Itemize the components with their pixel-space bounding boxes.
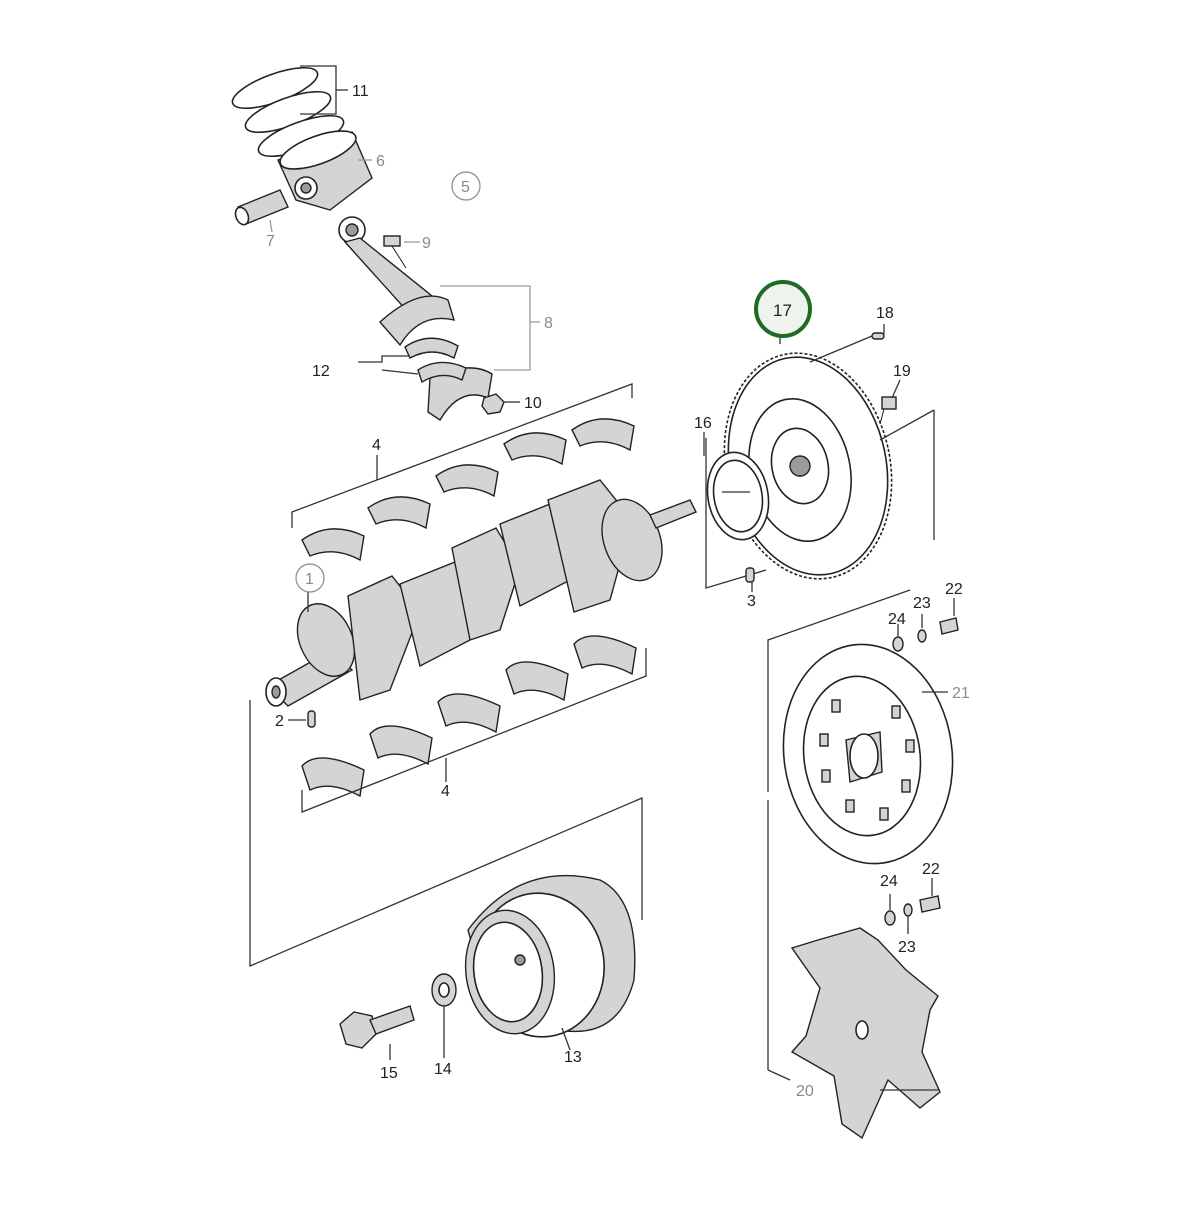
drive-plate [782,643,954,865]
rod-nut [481,393,505,415]
main-bearings-lower [301,635,637,798]
callout-2: 2 [275,713,284,730]
callout-9: 9 [422,235,431,252]
dowel-18 [809,332,885,363]
piston [277,130,373,211]
connecting-rod [338,216,493,421]
callout-13: 13 [564,1049,582,1066]
flywheel [723,352,893,580]
bracket-4-lower [301,648,647,813]
crankshaft [265,479,697,707]
callout-7: 7 [266,233,275,250]
callout-4-upper: 4 [372,437,381,454]
callout-5-circle [451,171,481,201]
callout-17-highlight [754,280,812,338]
callout-23-lower: 23 [898,939,916,956]
callout-16: 16 [694,415,712,432]
flex-plate [790,927,941,1140]
callout-22-lower: 22 [922,861,940,878]
callout-24-lower: 24 [880,873,898,890]
rod-bolt [383,235,407,269]
dowel-3 [745,567,755,592]
washer-14 [431,973,457,1058]
callout-23-upper: 23 [913,595,931,612]
bracket-4-upper [291,383,633,528]
callout-20: 20 [796,1083,814,1100]
callout-17: 17 [773,301,792,320]
callout-11: 11 [352,83,369,100]
callout-18: 18 [876,305,894,322]
leader-lines [269,65,901,612]
callout-labels: 11 6 7 5 9 8 12 10 4 1 2 4 16 3 17 18 19… [266,83,970,1100]
fasteners-upper [892,598,959,652]
piston-rings [231,66,345,158]
callout-15: 15 [380,1065,398,1082]
callout-1-circle [295,563,325,593]
callout-21: 21 [952,685,970,702]
callout-4-lower: 4 [441,783,450,800]
crankshaft-pulley [464,874,636,1051]
main-bearings-upper [301,418,635,562]
callout-12: 12 [312,363,330,380]
rod-bearing-shells [404,337,467,384]
callout-10: 10 [524,395,542,412]
callout-3: 3 [747,593,756,610]
seal-16 [706,451,770,541]
fasteners-lower [884,878,941,934]
bracket-21 [767,589,948,792]
callout-22-upper: 22 [945,581,963,598]
bracket-1 [249,700,643,967]
callout-8: 8 [544,315,553,332]
piston-pin [234,189,289,226]
callout-6: 6 [376,153,385,170]
callout-24-upper: 24 [888,611,906,628]
callout-5: 5 [461,179,470,196]
callout-19: 19 [893,363,911,380]
bracket-20 [767,800,940,1091]
bracket-17 [879,409,935,540]
dowel-pin-2 [288,710,316,728]
callout-1: 1 [305,571,314,588]
bolt-15 [339,1005,415,1060]
bolt-19 [879,396,897,425]
callout-14: 14 [434,1061,452,1078]
